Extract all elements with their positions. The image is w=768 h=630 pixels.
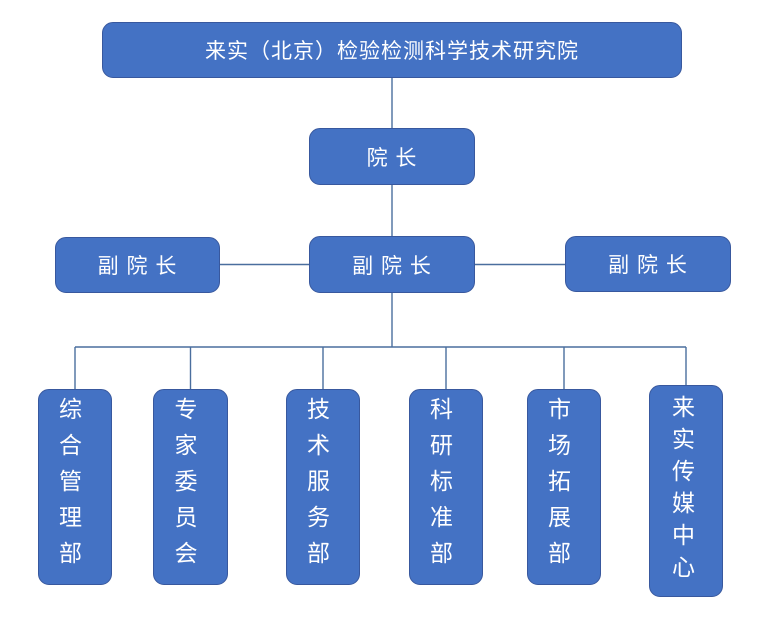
org-box-dept-technical-service: 技术服务部 [286,389,360,585]
org-box-vice-president-right: 副 院 长 [565,236,731,292]
org-box-dept-media-center: 来实传媒中心 [649,385,723,597]
org-box-dept-expert-committee-label: 专家委员会 [171,397,197,577]
org-box-vice-president-right-label: 副 院 长 [608,254,688,277]
org-box-dept-research-standards-label: 科研标准部 [426,397,453,577]
org-box-root-label: 来实（北京）检验检测科学技术研究院 [205,40,579,63]
org-box-dept-market-expansion-label: 市场拓展部 [544,397,571,577]
org-box-president: 院 长 [309,128,475,185]
org-box-vice-president-left-label: 副 院 长 [97,255,178,278]
org-box-dept-market-expansion: 市场拓展部 [527,389,601,585]
org-box-dept-general-management-label: 综合管理部 [55,397,82,577]
org-box-dept-general-management: 综合管理部 [38,389,112,585]
org-box-vice-president-center-label: 副 院 长 [352,254,432,278]
org-box-dept-media-center-label: 来实传媒中心 [668,395,695,587]
org-box-root: 来实（北京）检验检测科学技术研究院 [102,22,682,78]
org-box-dept-technical-service-label: 技术服务部 [303,397,330,577]
org-box-president-label: 院 长 [366,146,418,170]
org-box-vice-president-center: 副 院 长 [309,236,475,293]
org-box-dept-research-standards: 科研标准部 [409,389,483,585]
org-box-dept-expert-committee: 专家委员会 [153,389,228,585]
org-box-vice-president-left: 副 院 长 [55,237,220,293]
